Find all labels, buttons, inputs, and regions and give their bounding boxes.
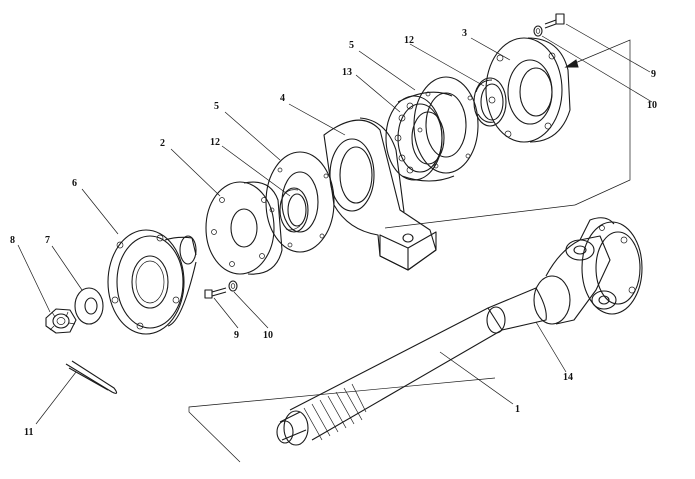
cotter-pin-part-11 (65, 360, 118, 394)
callout-5-front: 5 (214, 101, 219, 112)
bearing-housing-part-4 (323, 117, 437, 271)
bolt-part-9-lower (204, 287, 227, 299)
callout-2: 2 (160, 138, 165, 149)
callout-12-rear: 12 (404, 35, 414, 46)
callout-10-lower: 10 (263, 330, 273, 341)
companion-flange-part-6 (107, 229, 197, 335)
callout-12-front: 12 (210, 137, 220, 148)
castle-nut-part-8 (45, 308, 77, 334)
washer-part-7 (74, 287, 104, 325)
callout-5-rear: 5 (349, 40, 354, 51)
leader-lines (17, 23, 653, 425)
callout-10-upper: 10 (647, 100, 657, 111)
oil-seal-part-12-rear (473, 77, 507, 127)
universal-joint-part-14 (533, 217, 643, 325)
callout-8: 8 (10, 235, 15, 246)
oil-seal-part-12-front (279, 187, 309, 233)
bolt-part-9-upper (544, 13, 565, 29)
ball-bearing-part-13 (385, 91, 455, 182)
callout-14: 14 (563, 372, 573, 383)
end-cover-part-3 (485, 37, 571, 143)
callout-4: 4 (280, 93, 285, 104)
callout-6: 6 (72, 178, 77, 189)
splined-shaft-part-1 (276, 287, 547, 446)
gasket-part-5-front (265, 151, 335, 253)
callout-13: 13 (342, 67, 352, 78)
callout-9-upper: 9 (651, 69, 656, 80)
callout-1: 1 (515, 404, 520, 415)
callout-3: 3 (462, 28, 467, 39)
callout-11: 11 (24, 427, 33, 438)
spring-washer-part-10-upper (533, 25, 543, 37)
callout-labels: 1 2 3 4 5 5 6 7 8 9 9 10 10 11 12 12 13 … (10, 28, 657, 438)
gasket-part-5-rear (413, 76, 479, 174)
spring-washer-part-10-lower (228, 280, 238, 292)
callout-9-lower: 9 (234, 330, 239, 341)
callout-7: 7 (45, 235, 50, 246)
assembly-guide-lines (188, 39, 631, 463)
